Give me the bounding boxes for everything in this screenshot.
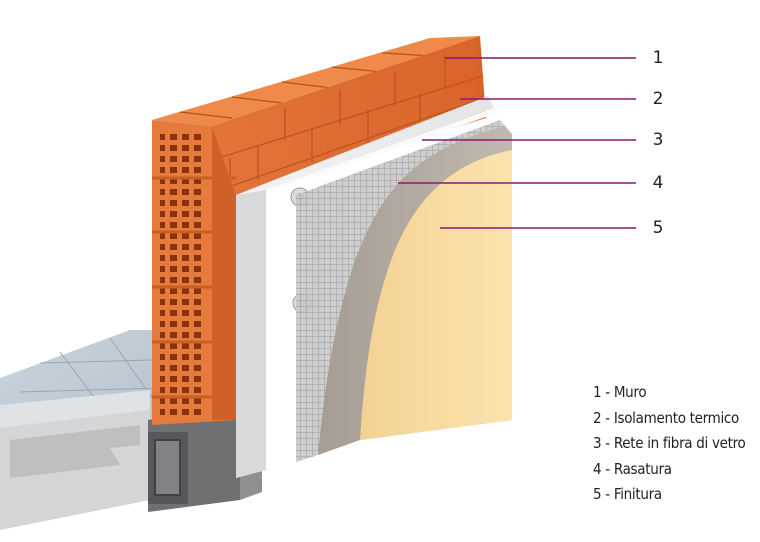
leader-lines bbox=[398, 57, 636, 229]
legend-item-finitura: 5 - Finitura bbox=[593, 485, 662, 503]
legend-item-rete-fibra-vetro: 3 - Rete in fibra di vetro bbox=[593, 434, 746, 452]
legend-item-muro: 1 - Muro bbox=[593, 383, 647, 401]
callout-number-4: 4 bbox=[652, 173, 664, 193]
brick-wall bbox=[152, 36, 486, 425]
fiberglass-mesh-layer bbox=[296, 120, 505, 462]
callout-number-1: 1 bbox=[652, 48, 664, 68]
callout-number-5: 5 bbox=[652, 218, 664, 238]
finish-layer bbox=[360, 150, 512, 440]
legend-item-rasatura: 4 - Rasatura bbox=[593, 459, 672, 478]
callout-number-3: 3 bbox=[652, 130, 664, 150]
legend-item-isolamento-termico: 2 - Isolamento termico bbox=[593, 408, 739, 427]
callout-number-2: 2 bbox=[652, 89, 664, 109]
legend: 1 - Muro 2 - Isolamento termico 3 - Rete… bbox=[593, 380, 746, 508]
